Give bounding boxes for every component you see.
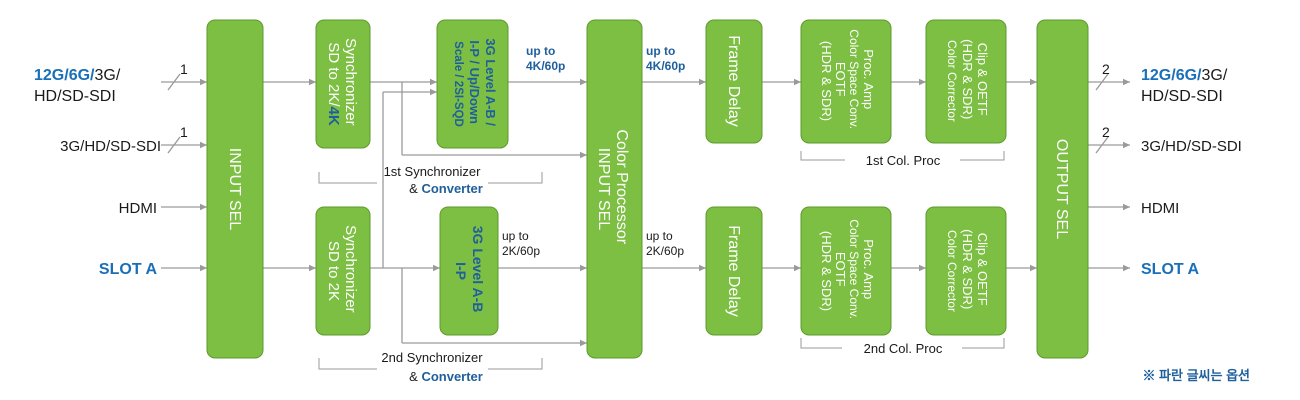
frame-delay-1-block: Frame Delay — [705, 19, 763, 144]
input-sel-label: INPUT SEL — [226, 148, 243, 231]
sync2-label-line2: SD to 2K — [325, 241, 342, 301]
output-1-rest: 3G/ — [1201, 67, 1227, 84]
svg-text:3G Level A-B I-P: 3G Level A-B I-P — [453, 226, 486, 317]
col-proc-1-label: 1st Col. Proc — [866, 153, 941, 168]
group-1-subtitle: & Converter — [409, 181, 483, 196]
group-brackets — [318, 151, 1005, 370]
input-1-option: 12G/6G/ — [34, 67, 95, 84]
proc2-label-line2: Color Space Conv. — [847, 219, 861, 319]
connection-lines — [161, 73, 1130, 347]
clip2-label-line3: Color Corrector — [945, 230, 959, 312]
upto-2k-label-2b: 2K/60p — [646, 244, 684, 258]
converter-1-block: 3G Level A-B / I-P / Up/Down Scale / 2SI… — [436, 19, 509, 149]
sync1-label-line2a: SD to 2K/ — [325, 42, 342, 107]
input-2-label: 3G/HD/SD-SDI — [60, 138, 161, 155]
annotation-labels: up to 4K/60p up to 4K/60p up to 2K/60p u… — [381, 44, 942, 384]
input-1-count: 1 — [180, 61, 188, 77]
sync1-label-4k-option: 4K — [325, 107, 342, 126]
clip-oetf-2-block: Clip & OETF (HDR & SDR) Color Corrector — [925, 206, 1007, 336]
conv1-label-line1: 3G Level A-B / — [483, 38, 498, 126]
upto-2k-label-1b: 2K/60p — [502, 244, 540, 258]
conv1-label-line2: I-P / Up/Down — [467, 40, 482, 124]
upto-4k-label-1b: 4K/60p — [526, 59, 565, 73]
input-1-label-line2: HD/SD-SDI — [34, 88, 116, 105]
output-1-label-line2: HD/SD-SDI — [1141, 88, 1223, 105]
input-labels: 12G/6G/3G/ HD/SD-SDI 1 3G/HD/SD-SDI 1 HD… — [34, 61, 188, 278]
group-2-converter-option: Converter — [421, 369, 482, 384]
upto-2k-label-2a: up to — [646, 229, 673, 243]
output-2-count: 2 — [1102, 124, 1110, 140]
proc1-label-line4: (HDR & SDR) — [819, 41, 834, 121]
proc2-label-line4: (HDR & SDR) — [819, 231, 834, 311]
output-4-label: SLOT A — [1141, 261, 1200, 278]
proc1-label-line1: Proc. Amp — [861, 49, 876, 109]
conv1-label-line3: Scale / 2SI-SQD — [452, 41, 464, 127]
input-1-label: 12G/6G/3G/ — [34, 67, 121, 84]
output-3-label: HDMI — [1141, 200, 1179, 217]
input-3-label: HDMI — [119, 200, 157, 217]
sync1-label-line1: Synchronizer — [342, 38, 359, 126]
group-2-amp: & — [409, 369, 421, 384]
group-1-amp: & — [409, 181, 421, 196]
group-2-title: 2nd Synchronizer — [381, 350, 483, 365]
clip1-label-line1: Clip & OETF — [975, 43, 990, 116]
output-labels: 2 12G/6G/3G/ HD/SD-SDI 2 3G/HD/SD-SDI HD… — [1102, 61, 1242, 278]
clip1-label-line3: Color Corrector — [945, 40, 959, 122]
synchronizer-1-block: Synchronizer SD to 2K/4K — [315, 19, 371, 149]
conv2-label-line2: I-P — [453, 262, 469, 280]
input-4-label: SLOT A — [99, 261, 158, 278]
proc1-label-line2: Color Space Conv. — [847, 29, 861, 129]
group-1-converter-option: Converter — [421, 181, 482, 196]
frame-delay-2-block: Frame Delay — [705, 206, 763, 336]
upto-4k-label-2a: up to — [646, 44, 675, 58]
svg-text:Clip & OETF (HDR & SDR: Clip & OETF (HDR & SDR) Color Corrector — [945, 229, 990, 313]
upto-2k-label-1a: up to — [502, 229, 529, 243]
output-1-label: 12G/6G/3G/ — [1141, 67, 1228, 84]
svg-text:Proc. Amp Color Space: Proc. Amp Color Space Conv. EOTF (HDR & … — [819, 29, 876, 132]
color-processor-label-line1: Color Processor — [613, 129, 630, 244]
proc2-label-line3: EOTF — [833, 252, 848, 287]
proc1-label-line3: EOTF — [833, 62, 848, 97]
clip2-label-line1: Clip & OETF — [975, 233, 990, 306]
proc-amp-1-block: Proc. Amp Color Space Conv. EOTF (HDR & … — [800, 19, 892, 144]
synchronizer-2-block: Synchronizer SD to 2K — [315, 206, 371, 336]
option-note: ※ 파란 글씨는 옵션 — [1142, 368, 1250, 383]
output-2-label: 3G/HD/SD-SDI — [1141, 138, 1242, 155]
color-processor-input-sel-block: Color Processor INPUT SEL — [586, 19, 643, 359]
output-sel-label: OUTPUT SEL — [1053, 139, 1070, 239]
color-processor-label-line2: INPUT SEL — [595, 148, 612, 231]
input-1-rest: 3G/ — [94, 67, 120, 84]
upto-4k-label-2b: 4K/60p — [646, 59, 685, 73]
output-1-count: 2 — [1102, 61, 1110, 77]
input-sel-block: INPUT SEL — [206, 19, 264, 359]
frame-delay-2-label: Frame Delay — [725, 225, 742, 317]
sync2-label-line1: Synchronizer — [342, 225, 359, 313]
svg-text:3G Level A-B / I-P / U: 3G Level A-B / I-P / Up/Down Scale / 2SI… — [452, 38, 498, 129]
processing-blocks: INPUT SEL Synchronizer SD to 2K/4K 3G Le… — [206, 19, 1089, 359]
clip1-label-line2: (HDR & SDR) — [960, 39, 975, 119]
upto-4k-label-1a: up to — [526, 44, 555, 58]
proc-amp-2-block: Proc. Amp Color Space Conv. EOTF (HDR & … — [800, 206, 892, 336]
col-proc-2-label: 2nd Col. Proc — [864, 341, 943, 356]
clip-oetf-1-block: Clip & OETF (HDR & SDR) Color Corrector — [925, 19, 1007, 144]
frame-delay-1-label: Frame Delay — [725, 35, 742, 127]
group-1-title: 1st Synchronizer — [384, 164, 481, 179]
output-sel-block: OUTPUT SEL — [1036, 19, 1089, 359]
svg-text:Clip & OETF (HDR & SDR: Clip & OETF (HDR & SDR) Color Corrector — [945, 39, 990, 123]
svg-text:Synchronizer SD to 2K: Synchronizer SD to 2K — [325, 225, 359, 317]
group-2-subtitle: & Converter — [409, 369, 483, 384]
converter-2-block: 3G Level A-B I-P — [439, 206, 499, 336]
svg-text:Synchronizer SD to 2K/: Synchronizer SD to 2K/4K — [325, 38, 359, 130]
svg-text:Color Processor INPUT: Color Processor INPUT SEL — [595, 129, 630, 248]
conv2-label-line1: 3G Level A-B — [470, 226, 486, 313]
svg-text:Proc. Amp Color Space: Proc. Amp Color Space Conv. EOTF (HDR & … — [819, 219, 876, 322]
output-1-option: 12G/6G/ — [1141, 67, 1202, 84]
input-2-count: 1 — [180, 124, 188, 140]
proc2-label-line1: Proc. Amp — [861, 239, 876, 299]
clip2-label-line2: (HDR & SDR) — [960, 229, 975, 309]
